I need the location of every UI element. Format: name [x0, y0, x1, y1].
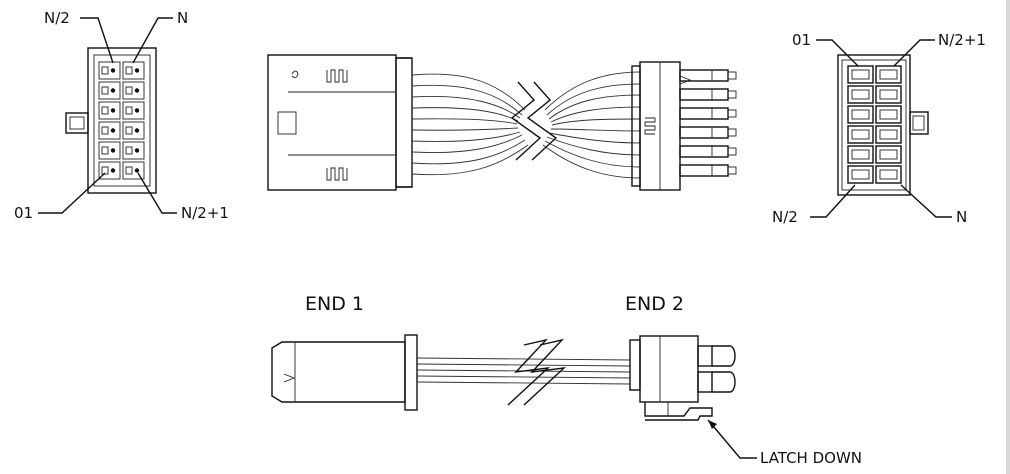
contact-pin-tip [727, 147, 737, 156]
pin-latch-window [101, 126, 109, 135]
pin-latch-window [101, 166, 109, 175]
pin-cavity [847, 165, 874, 184]
pin-latch-window [125, 106, 133, 115]
top-right-housing [631, 61, 737, 191]
pin-cavity [98, 61, 121, 80]
pin-contact [110, 128, 116, 133]
left-leaders [38, 17, 177, 214]
contact-pin-tip [727, 109, 737, 118]
pin-socket [879, 89, 898, 100]
pin-latch-window [101, 106, 109, 115]
pin-cavity [122, 101, 145, 120]
pin-cavity [98, 161, 121, 180]
contact-pin [679, 107, 729, 120]
pin-socket [851, 109, 870, 120]
pin-contact [134, 168, 140, 173]
pin-cavity [847, 145, 874, 164]
label-right-n-half: N/2 [772, 208, 798, 226]
label-left-n-half: N/2 [44, 9, 70, 27]
pin-cavity [875, 165, 902, 184]
pin-cavity [122, 161, 145, 180]
label-right-01: 01 [792, 31, 811, 49]
pin-socket [851, 89, 870, 100]
pin-cavity [122, 141, 145, 160]
pin-contact [134, 148, 140, 153]
pin-cavity [847, 85, 874, 104]
left-connector-face [65, 47, 157, 194]
pin-cavity [98, 81, 121, 100]
right-connector-face [837, 54, 929, 196]
latch-arrowhead [708, 420, 717, 429]
pin-socket [851, 69, 870, 80]
pin-contact [134, 108, 140, 113]
end-2-housing [629, 335, 736, 421]
pin-latch-window [125, 146, 133, 155]
label-latch-down: LATCH DOWN [760, 449, 862, 467]
pin-cavity [847, 65, 874, 84]
pin-socket [851, 149, 870, 160]
pin-latch-window [125, 166, 133, 175]
contact-pin [679, 164, 729, 177]
pin-contact [110, 168, 116, 173]
pin-contact [134, 88, 140, 93]
end-1-housing [271, 334, 418, 411]
label-end-2: END 2 [625, 293, 684, 315]
pin-socket [879, 149, 898, 160]
pin-socket [851, 129, 870, 140]
contact-pin-tip [727, 166, 737, 175]
pin-latch-window [101, 66, 109, 75]
right-leaders [810, 39, 952, 218]
pin-socket [851, 169, 870, 180]
pin-cavity [875, 125, 902, 144]
pin-contact [134, 128, 140, 133]
pin-contact [110, 108, 116, 113]
contact-pin [679, 126, 729, 139]
label-left-01: 01 [14, 204, 33, 222]
pin-cavity [847, 105, 874, 124]
latch-leader [707, 419, 757, 459]
pin-contact [110, 68, 116, 73]
pin-cavity [847, 125, 874, 144]
label-end-1: END 1 [305, 293, 364, 315]
pin-socket [879, 169, 898, 180]
pin-cavity [875, 145, 902, 164]
pin-socket [879, 129, 898, 140]
label-right-n-half-plus-one: N/2+1 [938, 31, 986, 49]
contact-pin [679, 145, 729, 158]
pin-cavity [875, 85, 902, 104]
right-pin-cavities [847, 65, 902, 184]
contact-pin-tip [727, 71, 737, 80]
label-left-n-half-plus-one: N/2+1 [181, 204, 229, 222]
pin-contact [134, 68, 140, 73]
pin-socket [879, 109, 898, 120]
pin-cavity [122, 121, 145, 140]
pin-contact [110, 148, 116, 153]
top-wire-bundle [411, 71, 641, 179]
pin-cavity [98, 121, 121, 140]
pin-cavity [122, 81, 145, 100]
pin-cavity [98, 101, 121, 120]
pin-latch-window [101, 146, 109, 155]
pin-cavity [875, 105, 902, 124]
top-contact-pins [679, 69, 737, 177]
pin-cavity [98, 141, 121, 160]
pin-latch-window [125, 86, 133, 95]
top-left-housing [267, 54, 413, 191]
pin-latch-window [125, 126, 133, 135]
pin-cavity [875, 65, 902, 84]
pin-latch-window [101, 86, 109, 95]
pin-socket [879, 69, 898, 80]
label-left-n: N [177, 9, 188, 27]
pin-contact [110, 88, 116, 93]
scrollbar-track [1006, 0, 1010, 474]
bottom-wires [416, 338, 631, 406]
contact-pin-tip [727, 90, 737, 99]
label-right-n: N [956, 208, 967, 226]
left-pin-cavities [98, 61, 145, 180]
contact-pin-tip [727, 128, 737, 137]
pin-latch-window [125, 66, 133, 75]
contact-pin [679, 88, 729, 101]
